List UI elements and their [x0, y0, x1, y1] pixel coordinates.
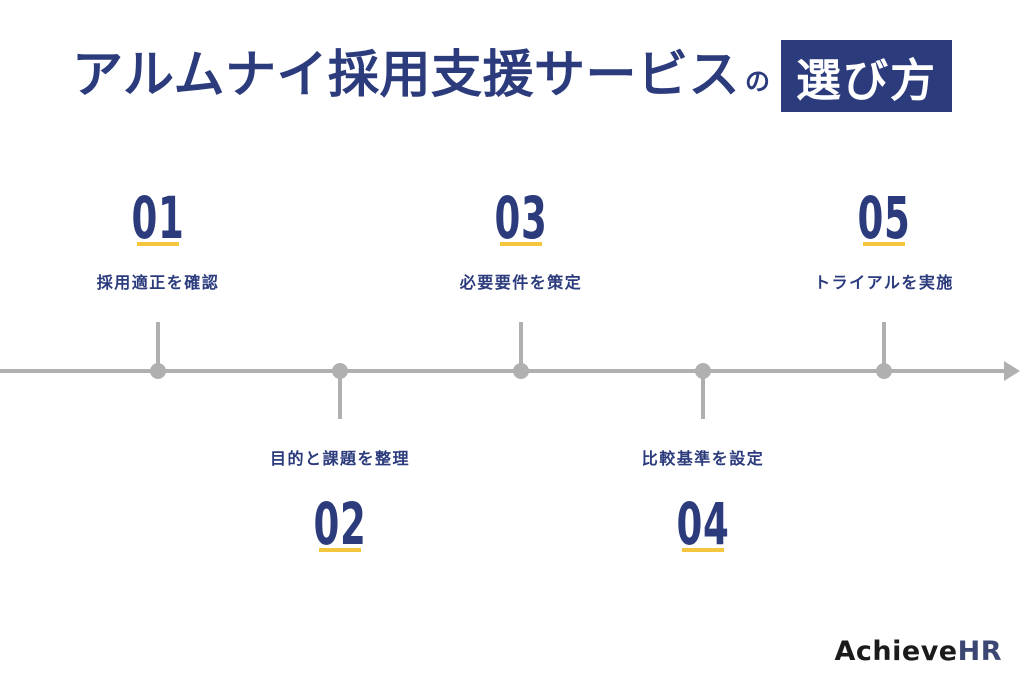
timeline-dot-step5 [876, 363, 892, 379]
step-underline [682, 548, 724, 552]
step-4: 比較基準を設定 04 [583, 449, 823, 558]
step-number: 04 [676, 490, 730, 558]
timeline-connector-step4 [701, 371, 705, 419]
timeline-dot-step2 [332, 363, 348, 379]
timeline-arrowhead-icon [1004, 361, 1020, 381]
brand-logo-achieve: Achieve [834, 636, 958, 667]
step-3: 03 必要要件を策定 [401, 184, 641, 292]
step-number: 01 [131, 184, 185, 252]
timeline-connector-step3 [519, 322, 523, 371]
timeline-dot-step1 [150, 363, 166, 379]
step-label: 採用適正を確認 [96, 273, 220, 292]
step-label: 目的と課題を整理 [269, 449, 410, 468]
step-label: トライアルを実施 [814, 273, 954, 292]
timeline-connector-step1 [156, 322, 160, 371]
step-number: 02 [313, 490, 367, 558]
title-highlight-badge: 選び方 [780, 40, 952, 112]
title-particle: の [744, 67, 770, 96]
timeline-dot-step4 [695, 363, 711, 379]
timeline-line [0, 369, 1004, 373]
page-title: アルムナイ採用支援サービス の 選び方 [0, 40, 1024, 112]
step-5: 05 トライアルを実施 [764, 184, 1004, 292]
brand-logo-hr: HR [957, 636, 1002, 667]
title-main-text: アルムナイ採用支援サービス [71, 46, 740, 105]
step-underline [137, 242, 179, 246]
brand-logo: AchieveHR [835, 636, 1003, 668]
timeline-dot-step3 [513, 363, 529, 379]
step-number: 05 [857, 184, 911, 252]
step-label: 必要要件を策定 [459, 273, 583, 292]
step-number: 03 [494, 184, 548, 252]
step-underline [863, 242, 905, 246]
step-2: 目的と課題を整理 02 [220, 449, 460, 558]
timeline-connector-step5 [882, 322, 886, 371]
step-underline [319, 548, 361, 552]
timeline-connector-step2 [338, 371, 342, 419]
step-underline [500, 242, 542, 246]
step-1: 01 採用適正を確認 [38, 184, 278, 292]
step-label: 比較基準を設定 [641, 449, 765, 468]
